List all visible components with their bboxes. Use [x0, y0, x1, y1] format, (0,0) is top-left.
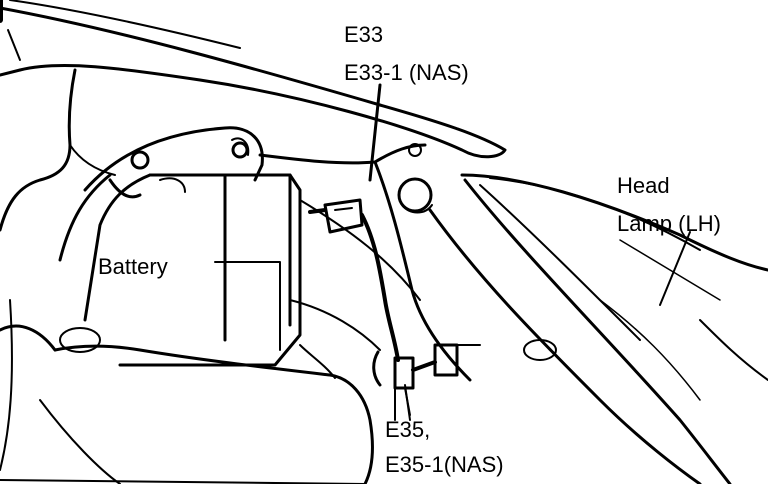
left-fender-wall — [0, 68, 116, 471]
head-lamp-label-line2: Lamp (LH) — [617, 211, 721, 236]
e33-label: E33 — [344, 22, 384, 47]
e35-1-nas-label: E35-1(NAS) — [385, 452, 504, 477]
fender-outline — [0, 0, 507, 159]
headlamp-housing — [428, 173, 768, 484]
battery-tray — [58, 126, 264, 262]
battery-label: Battery — [98, 254, 168, 279]
head-lamp-label-line1: Head — [617, 173, 670, 198]
lower-left-component — [0, 327, 374, 484]
e33-1-nas-label: E33-1 (NAS) — [344, 60, 469, 85]
leader-lines — [404, 231, 691, 421]
e35-connector — [372, 343, 481, 421]
e35-label: E35, — [385, 417, 431, 442]
e33-connector — [308, 83, 400, 362]
